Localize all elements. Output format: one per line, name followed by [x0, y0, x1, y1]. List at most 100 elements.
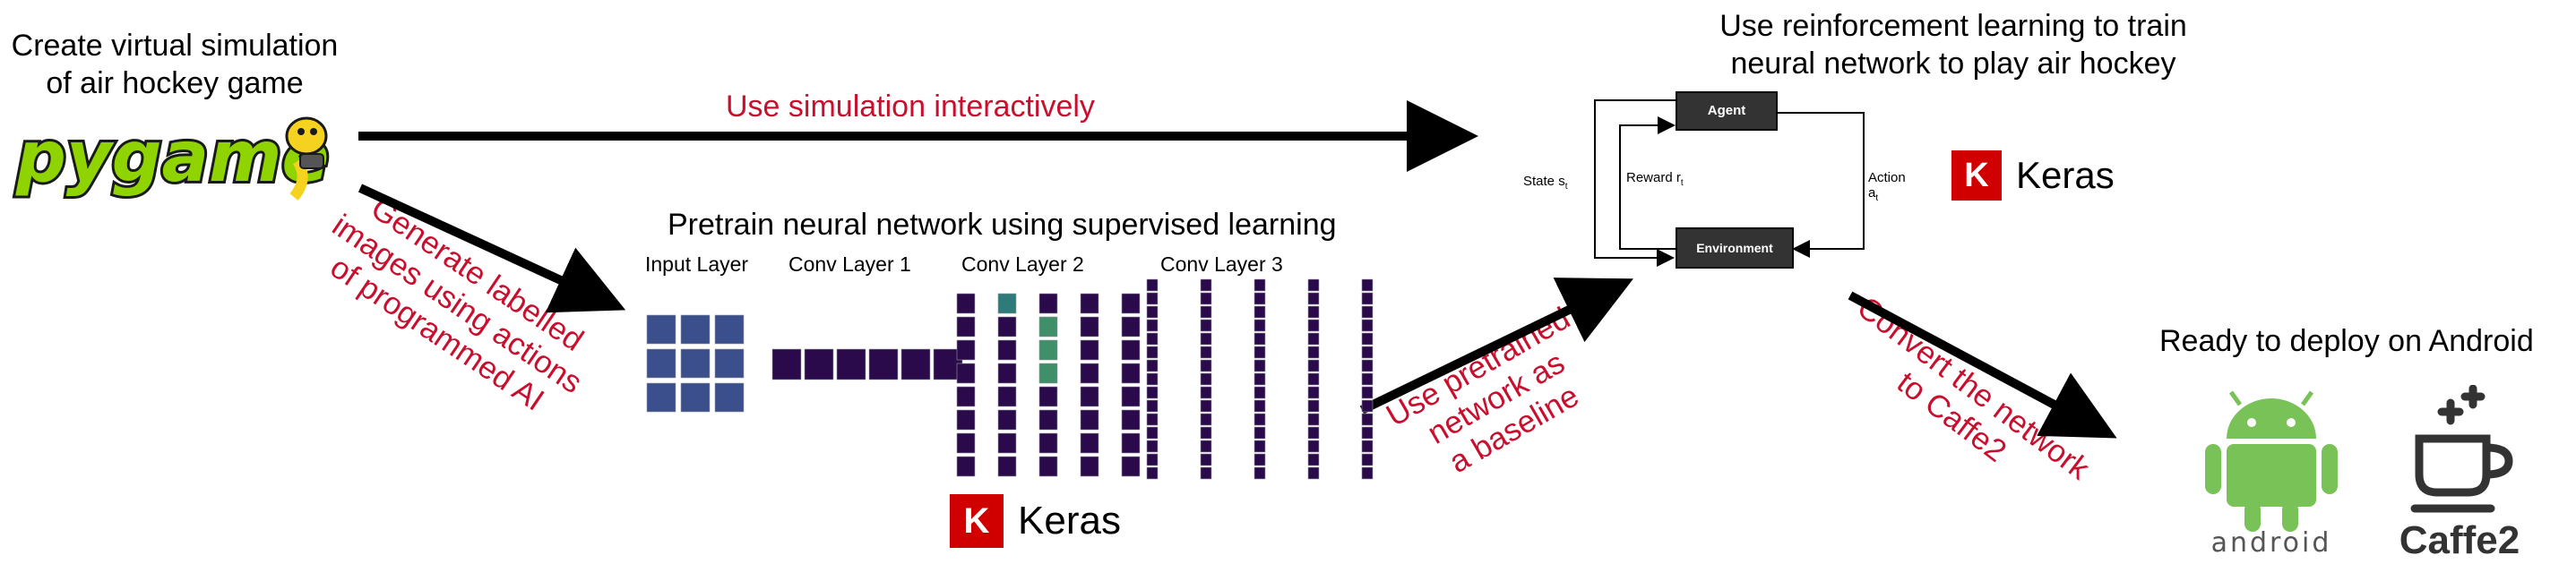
conv3-feature-map — [1200, 413, 1212, 426]
conv3-feature-map — [1361, 319, 1374, 332]
conv2-feature-map — [997, 386, 1017, 407]
conv2-feature-map — [1121, 339, 1141, 361]
input-feature-map — [680, 382, 711, 413]
conv3-feature-map — [1254, 413, 1266, 426]
conv3-feature-map — [1146, 292, 1159, 305]
conv2-feature-map — [1038, 339, 1058, 361]
conv3-feature-map — [1307, 359, 1320, 372]
layer-label-conv1: Conv Layer 1 — [788, 252, 911, 276]
conv2-feature-map — [1080, 363, 1099, 384]
conv3-feature-map — [1361, 413, 1374, 426]
conv2-feature-map — [1080, 339, 1099, 361]
conv3-feature-map — [1361, 399, 1374, 413]
conv2-feature-map — [1121, 386, 1141, 407]
conv3-feature-map — [1361, 426, 1374, 440]
conv2-feature-map — [1121, 293, 1141, 314]
caffe2-wordmark: Caffe2 — [2399, 518, 2520, 560]
arrow-label-interactive: Use simulation interactively — [726, 90, 1095, 124]
conv3-feature-map — [1200, 278, 1212, 292]
conv3-feature-map — [1200, 346, 1212, 359]
conv3-feature-map — [1307, 426, 1320, 440]
conv3-feature-map — [1200, 319, 1212, 332]
conv3-feature-map — [1146, 453, 1159, 466]
conv2-feature-map — [956, 293, 976, 314]
conv2-feature-map — [1121, 456, 1141, 477]
conv3-feature-map — [1361, 305, 1374, 319]
conv2-feature-map — [1080, 293, 1099, 314]
arrow-generate — [358, 184, 626, 313]
conv3-feature-map — [1254, 386, 1266, 399]
conv2-feature-map — [1038, 363, 1058, 384]
conv3-feature-map — [1146, 466, 1159, 480]
conv3-feature-map — [1200, 426, 1212, 440]
input-feature-map — [646, 348, 676, 379]
step-rl-line2: neural network to play air hockey — [1730, 47, 2176, 81]
rl-agent-box: Agent — [1676, 91, 1778, 131]
pygame-logo-text: pygame — [15, 117, 329, 198]
rl-environment-box: Environment — [1676, 227, 1794, 269]
conv3-feature-map — [1146, 426, 1159, 440]
conv2-feature-map — [1080, 432, 1099, 454]
conv2-feature-map — [956, 363, 976, 384]
conv3-feature-map — [1146, 346, 1159, 359]
conv2-feature-map — [1038, 316, 1058, 338]
conv3-feature-map — [1307, 453, 1320, 466]
conv3-feature-map — [1200, 466, 1212, 480]
conv2-feature-map — [1038, 293, 1058, 314]
conv2-feature-map — [956, 339, 976, 361]
conv3-feature-map — [1146, 386, 1159, 399]
conv3-feature-map — [1307, 332, 1320, 346]
conv1-feature-map — [804, 348, 834, 380]
conv3-feature-map — [1254, 346, 1266, 359]
conv3-feature-map — [1146, 359, 1159, 372]
conv3-feature-map — [1254, 372, 1266, 386]
conv3-feature-map — [1200, 386, 1212, 399]
conv2-feature-map — [1038, 386, 1058, 407]
conv3-feature-map — [1254, 359, 1266, 372]
snake-icon — [285, 116, 328, 201]
conv3-feature-map — [1361, 453, 1374, 466]
conv3-feature-map — [1146, 413, 1159, 426]
input-feature-map — [714, 348, 745, 379]
conv2-feature-map — [956, 432, 976, 454]
rl-action-label: Action at — [1868, 170, 1917, 203]
rl-state-sub: t — [1564, 182, 1568, 192]
conv3-feature-map — [1307, 440, 1320, 453]
arrow-convert — [1848, 291, 2117, 439]
input-feature-map — [714, 382, 745, 413]
caffe2-logo: Caffe2 — [2383, 384, 2545, 562]
conv2-feature-map — [1038, 409, 1058, 431]
keras-label: Keras — [1018, 499, 1121, 543]
input-feature-map — [680, 348, 711, 379]
step-create-title: Create virtual simulation of air hockey … — [0, 27, 349, 102]
conv3-feature-map — [1307, 386, 1320, 399]
conv3-feature-map — [1361, 332, 1374, 346]
conv2-feature-map — [956, 316, 976, 338]
conv2-feature-map — [1080, 456, 1099, 477]
feature-maps — [646, 278, 1374, 480]
conv3-feature-map — [1200, 359, 1212, 372]
layer-label-conv2: Conv Layer 2 — [961, 252, 1084, 276]
layer-label-input: Input Layer — [645, 252, 749, 276]
conv2-feature-map — [997, 316, 1017, 338]
input-feature-map — [646, 314, 676, 345]
conv2-feature-map — [1038, 432, 1058, 454]
conv3-feature-map — [1361, 346, 1374, 359]
keras-k-icon-top: K — [1951, 150, 2002, 201]
conv3-feature-map — [1307, 319, 1320, 332]
rl-reward-label: Reward rt — [1626, 170, 1684, 188]
conv3-feature-map — [1307, 466, 1320, 480]
conv2-feature-map — [997, 456, 1017, 477]
conv1-feature-map — [771, 348, 802, 380]
conv2-feature-map — [1121, 432, 1141, 454]
input-feature-map — [680, 314, 711, 345]
conv3-feature-map — [1307, 413, 1320, 426]
conv3-feature-map — [1307, 305, 1320, 319]
conv2-feature-map — [1080, 316, 1099, 338]
conv2-feature-map — [1121, 409, 1141, 431]
conv3-feature-map — [1307, 292, 1320, 305]
conv3-feature-map — [1307, 278, 1320, 292]
conv2-feature-map — [997, 432, 1017, 454]
conv1-feature-map — [900, 348, 931, 380]
